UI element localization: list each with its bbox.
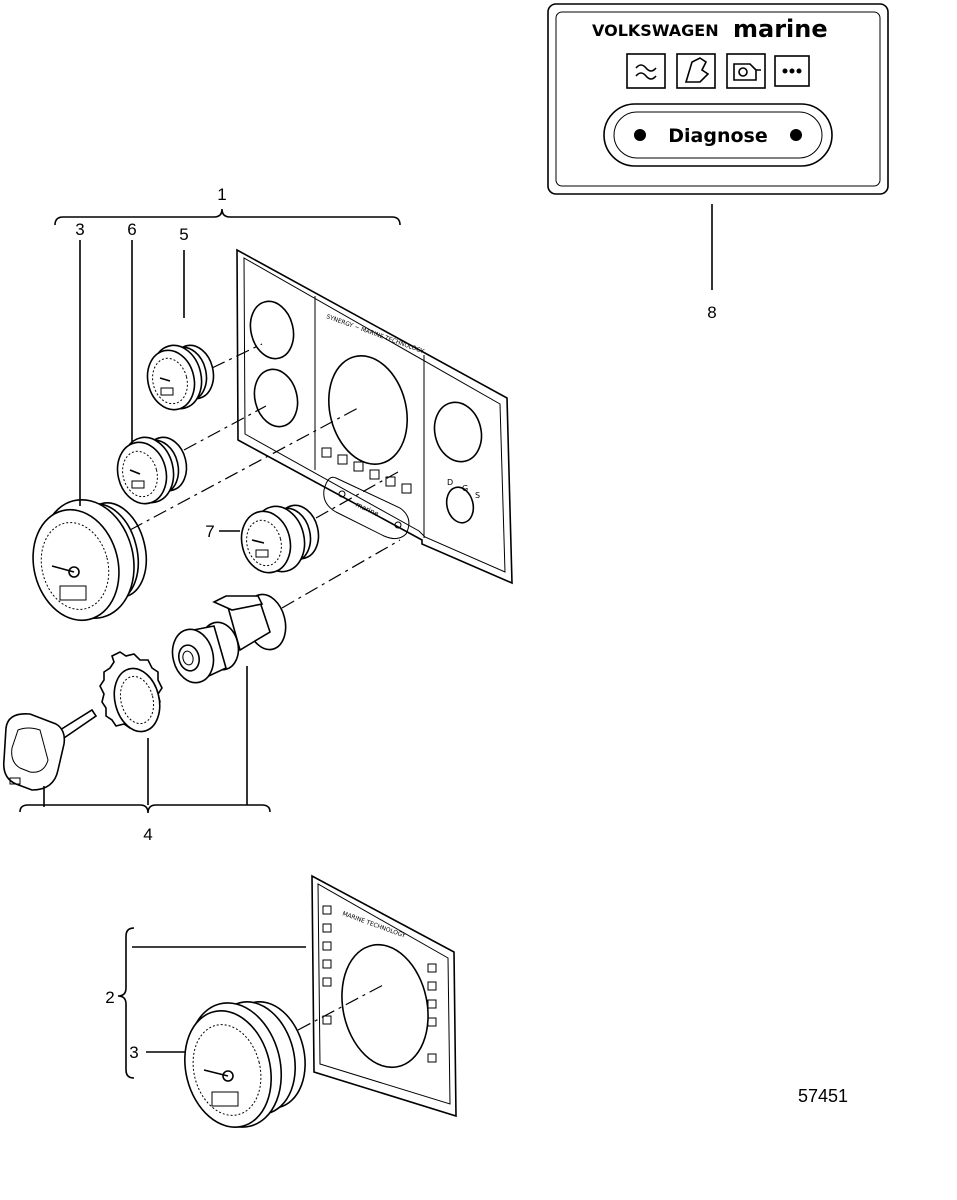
oil-pressure-icon <box>626 53 666 89</box>
svg-text:D: D <box>447 478 453 487</box>
alignment-line-7 <box>315 471 399 519</box>
bracket-2 <box>117 927 135 1079</box>
callout-5: 5 <box>179 225 188 244</box>
callout-2: 2 <box>105 988 114 1007</box>
brand-right-text: marine <box>733 15 828 43</box>
ignition-key <box>2 708 98 791</box>
callout-8: 8 <box>707 303 716 322</box>
check-engine-icon <box>726 53 766 89</box>
svg-text:S: S <box>475 491 480 500</box>
alarm-indicator-icon <box>774 55 810 87</box>
diagnose-button: Diagnose <box>603 103 833 167</box>
callout-7: 7 <box>205 522 214 541</box>
small-gauge-5 <box>146 344 215 411</box>
warning-panel: VOLKSWAGEN marine Diagnose <box>547 3 889 195</box>
small-gauge-7 <box>240 504 320 574</box>
callout-4: 4 <box>143 825 152 844</box>
callout-1: 1 <box>217 185 226 204</box>
bracket-4 <box>19 804 271 814</box>
lower-tachometer-3 <box>184 1001 306 1128</box>
ignition-switch-body <box>171 621 240 684</box>
alignment-line-3a <box>129 407 359 531</box>
small-gauge-6 <box>116 436 188 505</box>
engine-temperature-icon <box>676 53 716 89</box>
callout-3b: 3 <box>129 1043 138 1062</box>
large-tachometer-3 <box>32 498 148 622</box>
alignment-line-4 <box>281 539 401 609</box>
figure-number: 57451 <box>798 1086 848 1106</box>
alignment-line-3b <box>297 983 386 1031</box>
alignment-line-5 <box>211 343 263 369</box>
ignition-switch-housing <box>212 593 287 652</box>
lower-instrument-panel: MARINE TECHNOLOGY <box>311 874 457 1118</box>
diagnose-button-label: Diagnose <box>668 125 767 147</box>
callout-6: 6 <box>127 220 136 239</box>
switch-nut <box>99 651 163 733</box>
bracket-1 <box>54 208 401 226</box>
alignment-line-6 <box>183 405 267 451</box>
callout-3a: 3 <box>75 220 84 239</box>
brand-left-text: VOLKSWAGEN <box>592 21 719 40</box>
svg-text:G: G <box>462 484 468 493</box>
